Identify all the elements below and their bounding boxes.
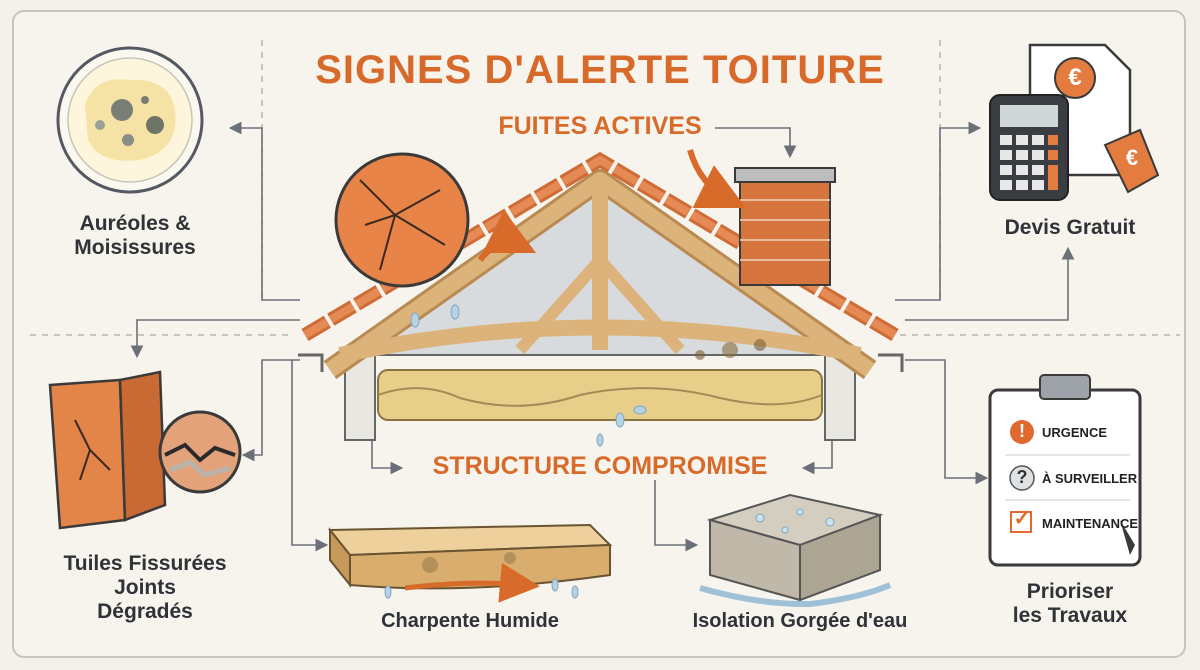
quote-label: Devis Gratuit <box>1004 216 1136 239</box>
timber-label: Charpente Humide <box>381 610 559 632</box>
cracked-wood-icon <box>334 152 537 288</box>
wet-insulation-icon <box>699 493 892 608</box>
section-leaks-heading: FUITES ACTIVES <box>498 112 702 140</box>
roof-illustration <box>298 151 904 447</box>
check-icon: ✓ <box>1013 508 1031 530</box>
checklist-item-urgent: URGENCE <box>1042 425 1108 440</box>
tiles-label-line-3: Dégradés <box>97 600 193 624</box>
section-structure-heading: STRUCTURE COMPROMISE <box>432 452 768 480</box>
tiles-label: Tuiles Fissurées Joints Dégradés <box>25 552 265 624</box>
insulation-label: Isolation Gorgée d'eau <box>692 610 908 632</box>
cracked-tile-icon <box>48 370 242 530</box>
euro-symbol-doc: € <box>1068 64 1082 91</box>
mold-label-line-2: Moisissures <box>74 236 196 260</box>
tiles-label-line-1: Tuiles Fissurées <box>63 552 227 575</box>
priorities-label-line-1: Prioriser <box>1026 580 1114 603</box>
checklist-item-watch: À SURVEILLER <box>1042 471 1138 486</box>
mold-dish-icon <box>56 46 204 194</box>
clipboard-icon <box>988 374 1142 567</box>
page-title: SIGNES D'ALERTE TOITURE <box>315 48 885 92</box>
leak-arrow <box>687 149 747 209</box>
watch-icon: ? <box>1016 467 1028 487</box>
mold-label: Auréoles & Moisissures <box>40 212 230 260</box>
urgent-icon: ! <box>1019 421 1025 441</box>
connector-lines <box>130 121 1075 552</box>
calculator-icon <box>989 43 1160 201</box>
mold-label-line-1: Auréoles & <box>79 212 191 235</box>
wet-timber-icon <box>327 523 613 603</box>
tiles-label-line-2: Joints <box>114 576 176 600</box>
checklist-item-maintenance: MAINTENANCE <box>1042 516 1139 531</box>
euro-symbol-tag: € <box>1125 145 1139 170</box>
priorities-label-line-2: les Travaux <box>1012 604 1128 628</box>
priorities-label: Prioriser les Travaux <box>980 580 1160 628</box>
